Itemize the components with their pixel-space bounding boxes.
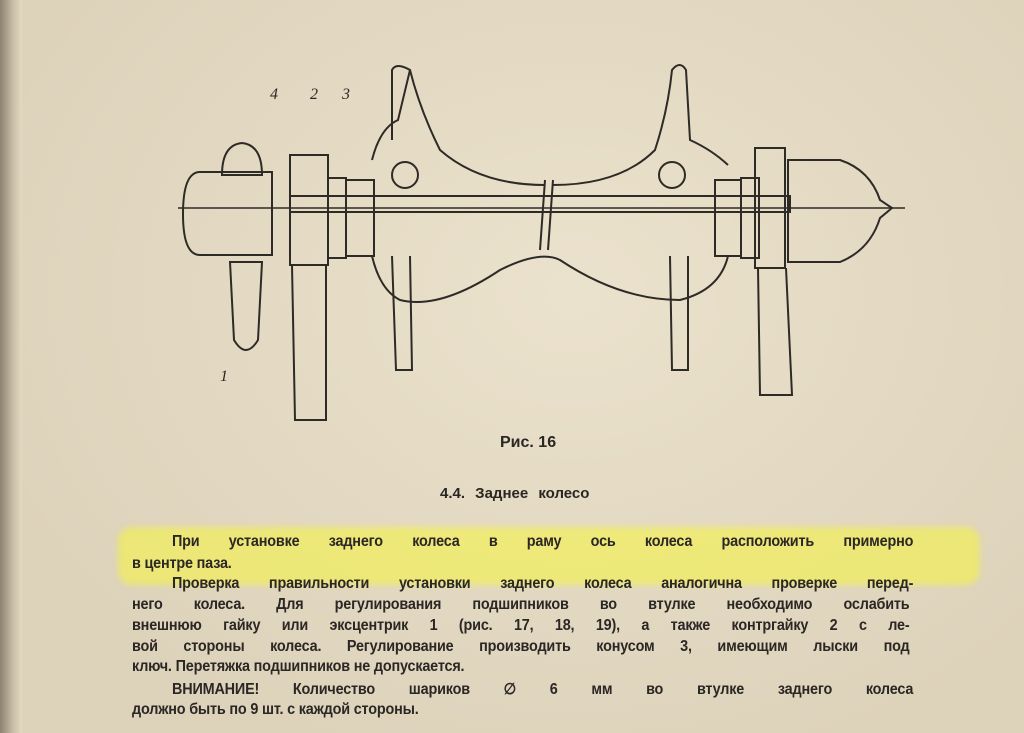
right-flange-bottom	[669, 255, 689, 371]
figure-label-2: 2	[310, 86, 318, 103]
text-line: При установке заднего колеса в раму ось …	[172, 533, 914, 550]
text-line: него колеса. Для регулирования подшипник…	[132, 596, 910, 613]
section-heading: 4.4. Заднее колесо	[440, 485, 590, 502]
text-line: Проверка правильности установки заднего …	[172, 575, 914, 592]
right-flange	[552, 64, 729, 186]
page-paper	[22, 0, 1024, 733]
eccentric-body	[181, 171, 273, 256]
right-bearing-ball	[658, 161, 686, 189]
eccentric-lever-1	[228, 261, 264, 351]
right-axle-nut	[787, 159, 894, 263]
text-line: внешнюю гайку или эксцентрик 1 (рис. 17,…	[132, 617, 910, 634]
figure-label-1: 1	[220, 368, 228, 385]
left-bearing-ball	[391, 161, 419, 189]
cap-nut-4	[220, 141, 264, 176]
hub-shell-bottom	[371, 255, 729, 303]
text-line: должно быть по 9 шт. с каждой стороны.	[132, 701, 419, 718]
text-line: ВНИМАНИЕ! Количество шариков ∅ 6 мм во в…	[172, 681, 914, 698]
highlight-marker	[118, 527, 980, 585]
left-flange-bottom	[391, 255, 414, 371]
left-flange	[371, 65, 412, 161]
text-line: ключ. Перетяжка подшипников не допускает…	[132, 658, 465, 675]
text-line: в центре паза.	[132, 555, 232, 572]
right-fork-plate	[754, 147, 786, 269]
text-line: вой стороны колеса. Регулирование произв…	[132, 638, 910, 655]
left-fork-dropout	[291, 264, 327, 421]
figure-label-3: 3	[342, 86, 350, 103]
figure-label-4: 4	[270, 86, 278, 103]
figure-caption: Рис. 16	[500, 434, 557, 451]
book-binding	[0, 0, 22, 733]
locknut-2	[327, 177, 347, 259]
cone-3	[345, 179, 375, 257]
right-fork-dropout	[757, 267, 794, 396]
